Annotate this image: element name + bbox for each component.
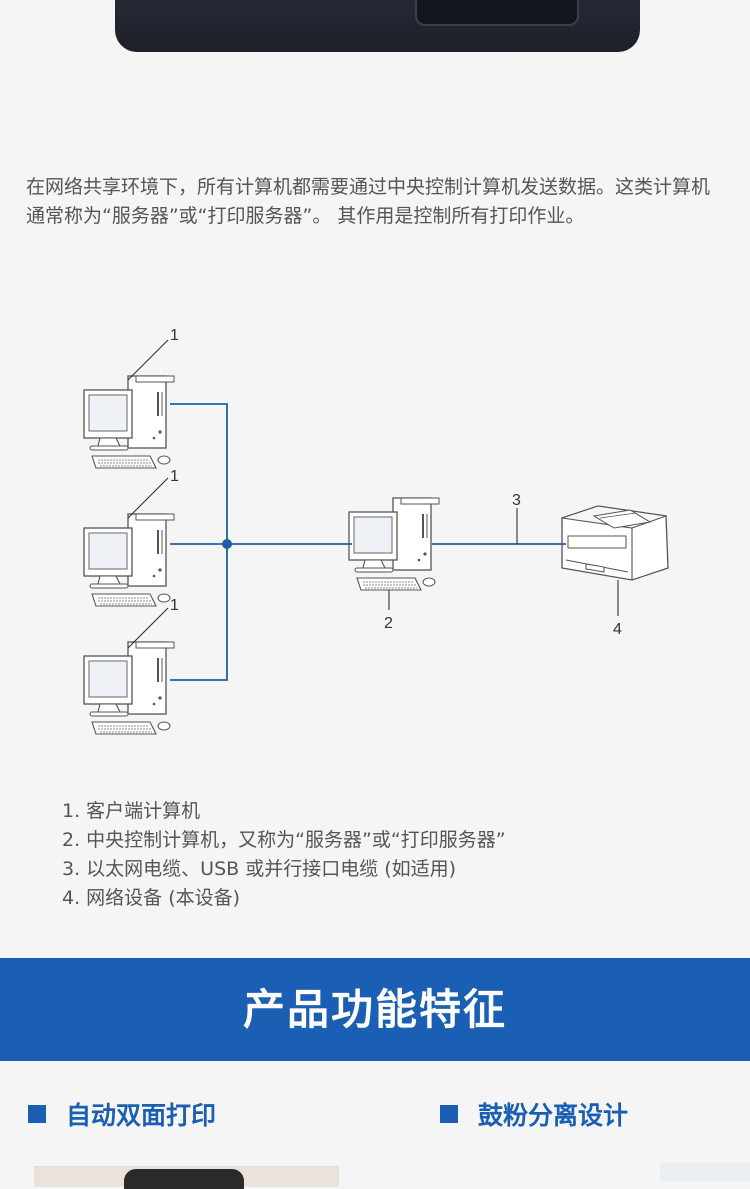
client-computer-3 (83, 641, 175, 735)
diagram-label-server: 2 (384, 615, 393, 632)
feature-title: 自动双面打印 (66, 1101, 217, 1130)
diagram-label-cable: 3 (512, 492, 521, 509)
legend-item: 2. 中央控制计算机，又称为“服务器”或“打印服务器” (62, 829, 506, 851)
diagram-label-client-2: 1 (170, 468, 179, 485)
network-diagram: 1 1 1 2 3 4 (83, 327, 669, 735)
network-printer (561, 505, 669, 581)
printer-photo-top (115, 0, 640, 52)
banner-title: 产品功能特征 (242, 985, 507, 1034)
server-computer (348, 497, 440, 591)
diagram-label-printer: 4 (613, 621, 622, 638)
feature-duplex: 自动双面打印 (28, 1096, 216, 1132)
features-banner: 产品功能特征 (0, 958, 750, 1061)
printer-paper-slot (415, 0, 579, 26)
drum-photo (660, 1162, 750, 1182)
leader-lines (127, 339, 619, 649)
feature-title: 鼓粉分离设计 (478, 1101, 629, 1130)
feature-separate-drum: 鼓粉分离设计 (440, 1096, 628, 1132)
legend-item: 4. 网络设备 (本设备) (62, 887, 241, 909)
square-bullet-icon (28, 1105, 46, 1123)
diagram-label-client-3: 1 (170, 597, 179, 614)
diagram-label-client-1: 1 (170, 327, 179, 344)
legend-item: 3. 以太网电缆、USB 或并行接口电缆 (如适用) (62, 858, 457, 880)
intro-paragraph: 在网络共享环境下，所有计算机都需要通过中央控制计算机发送数据。这类计算机通常称为… (26, 176, 711, 227)
client-computer-2 (83, 513, 175, 607)
diagram-legend: 1. 客户端计算机 2. 中央控制计算机，又称为“服务器”或“打印服务器” 3.… (62, 797, 506, 913)
cable-junction (222, 539, 232, 549)
square-bullet-icon (440, 1105, 458, 1123)
legend-item: 1. 客户端计算机 (62, 800, 201, 822)
duplex-photo (34, 1166, 339, 1189)
client-computer-1 (83, 375, 175, 469)
